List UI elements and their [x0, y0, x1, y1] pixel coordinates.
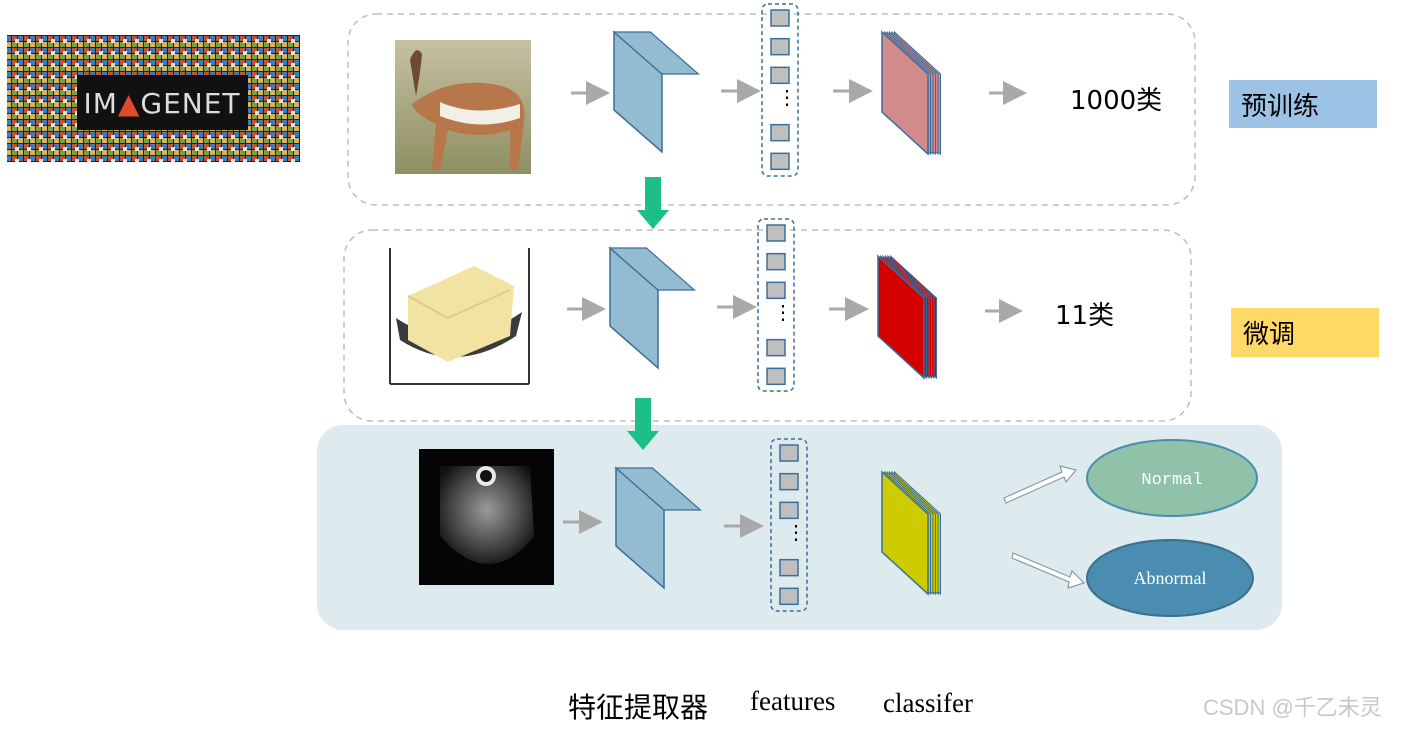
abnormal-label: Abnormal — [1134, 568, 1207, 588]
svg-text:⋮: ⋮ — [773, 302, 793, 324]
finetune-output-label: 11类 — [1055, 295, 1114, 332]
antelope-image — [395, 40, 531, 174]
butter-image — [390, 248, 529, 384]
imagenet-logo-image: IM▲GENET — [7, 35, 300, 162]
svg-text:⋮: ⋮ — [777, 87, 797, 109]
pretrain-feature-cube — [614, 32, 698, 152]
normal-label: Normal — [1141, 471, 1202, 490]
ultrasound-image — [419, 449, 554, 585]
finetune-feature-cube — [610, 248, 694, 368]
svg-text:⋮: ⋮ — [786, 522, 806, 544]
pretrain-output-label: 1000类 — [1070, 80, 1162, 117]
svg-text:IM▲GENET: IM▲GENET — [83, 87, 240, 120]
transfer-arrow-1 — [637, 177, 669, 229]
finetune-stage-text: 微调 — [1243, 314, 1295, 351]
watermark: CSDN @千乙未灵 — [1203, 690, 1382, 722]
finetune-classifier-block — [878, 256, 937, 378]
pretrain-feature-vector: ⋮ — [762, 4, 798, 176]
pretrain-stage-text: 预训练 — [1241, 86, 1319, 123]
finetune-stage-tag: 微调 — [1231, 308, 1379, 357]
pretrain-stage-tag: 预训练 — [1229, 80, 1377, 128]
caption-classifier: classifer — [883, 688, 973, 719]
caption-features: features — [750, 686, 835, 717]
caption-feature-extractor: 特征提取器 — [568, 686, 708, 726]
pretrain-classifier-block — [882, 32, 941, 154]
finetune-feature-vector: ⋮ — [758, 219, 794, 391]
